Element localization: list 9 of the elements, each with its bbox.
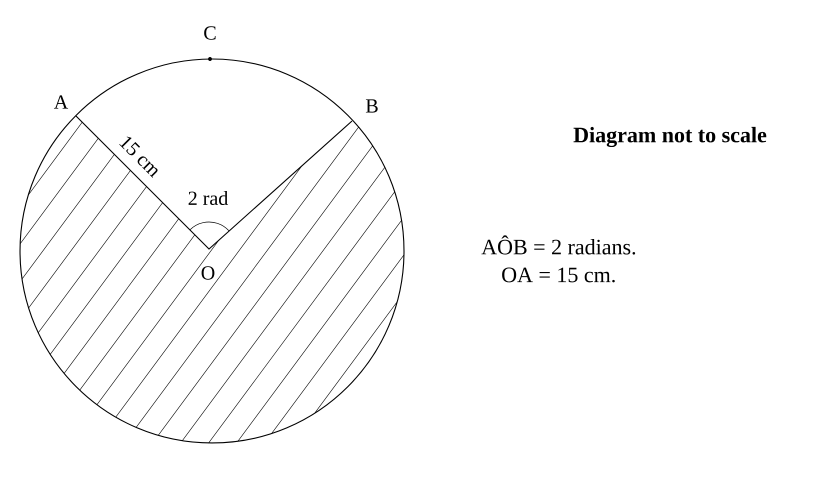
given-text: OA = 15 cm. <box>502 268 615 282</box>
point-label: B <box>366 99 378 113</box>
given-text: AÔB = 2 radians. <box>481 235 636 255</box>
point-label: O <box>202 266 214 280</box>
point-label: A <box>54 95 68 109</box>
note-text: Diagram not to scale <box>574 126 766 148</box>
point-label: C <box>204 26 216 40</box>
angle-label: 2 rad <box>188 190 228 206</box>
length-label: 15 cm <box>119 136 158 178</box>
